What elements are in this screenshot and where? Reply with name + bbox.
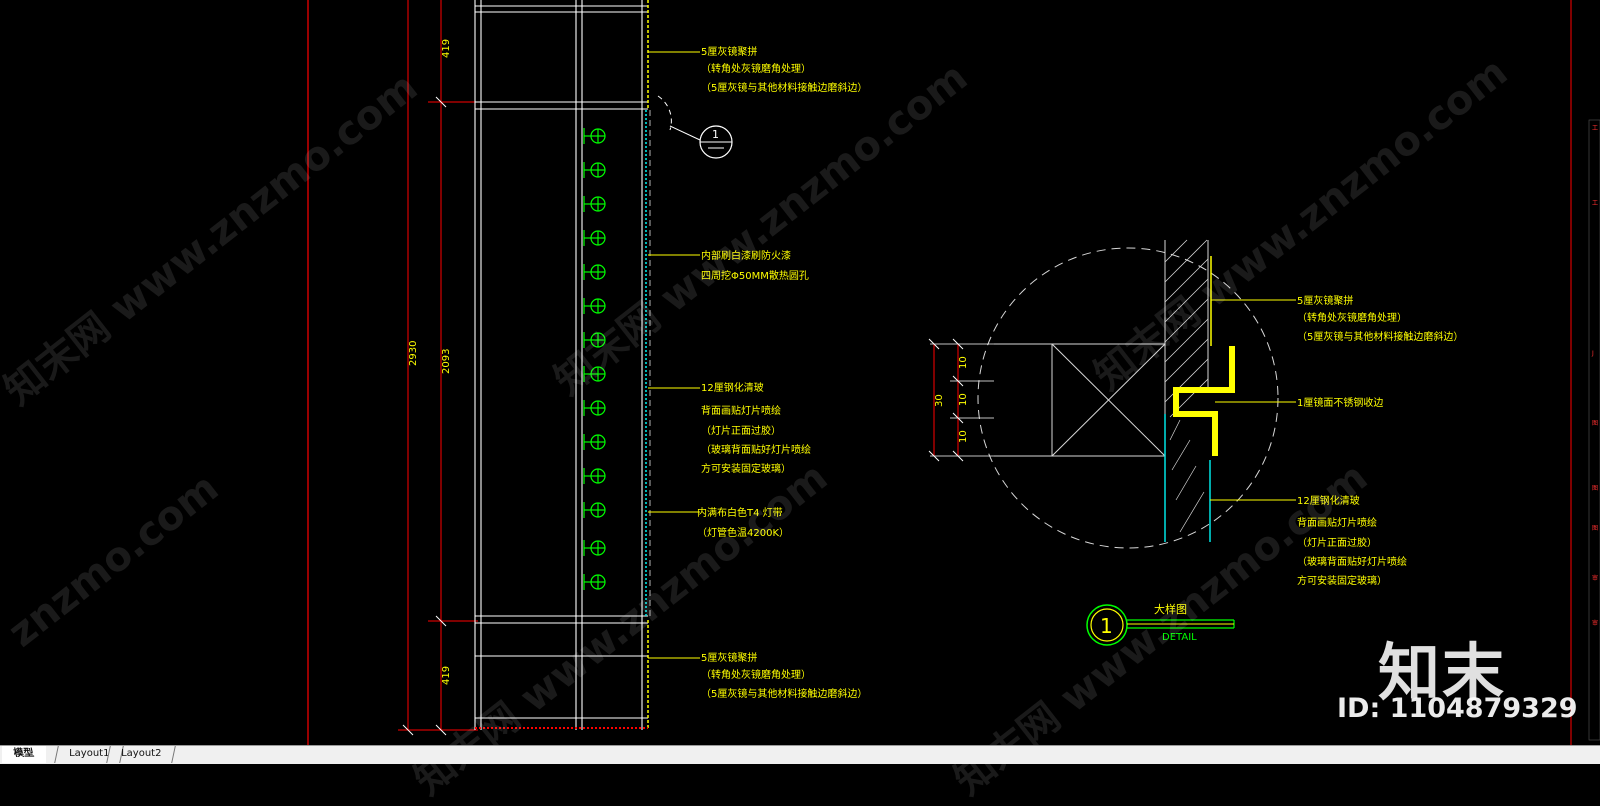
note-bottom-mirror: 5厘灰镜聚拼 （转角处灰镜磨角处理） （5厘灰镜与其他材料接触边磨斜边） xyxy=(701,651,867,700)
svg-text:图: 图 xyxy=(1592,420,1598,427)
svg-text:（5厘灰镜与其他材料接触边磨斜边）: （5厘灰镜与其他材料接触边磨斜边） xyxy=(701,687,867,700)
svg-text:审: 审 xyxy=(1592,574,1598,582)
elevation-section xyxy=(474,0,651,730)
light-fixtures xyxy=(583,128,606,590)
svg-text:5厘灰镜聚拼: 5厘灰镜聚拼 xyxy=(701,45,757,58)
svg-text:图: 图 xyxy=(1592,485,1598,492)
detail-bubble xyxy=(977,239,1279,549)
tab-layout2[interactable]: Layout2 xyxy=(106,746,177,763)
svg-text:（5厘灰镜与其他材料接触边磨斜边）: （5厘灰镜与其他材料接触边磨斜边） xyxy=(701,81,867,94)
dimension-chain xyxy=(398,0,478,731)
svg-text:（转角处灰镜磨角处理）: （转角处灰镜磨角处理） xyxy=(701,62,811,75)
svg-text:5厘灰镜聚拼: 5厘灰镜聚拼 xyxy=(701,651,757,664)
svg-text:（玻璃背面贴好灯片喷绘: （玻璃背面贴好灯片喷绘 xyxy=(701,443,811,456)
svg-text:背面画贴灯片喷绘: 背面画贴灯片喷绘 xyxy=(1297,516,1377,529)
svg-text:内部刷白漆刷防火漆: 内部刷白漆刷防火漆 xyxy=(701,249,791,262)
svg-text:（玻璃背面贴好灯片喷绘: （玻璃背面贴好灯片喷绘 xyxy=(1297,555,1407,568)
svg-text:1厘镜面不锈钢收边: 1厘镜面不锈钢收边 xyxy=(1297,396,1383,409)
note-glass: 12厘钢化清玻 背面画贴灯片喷绘 （灯片正面过胶） （玻璃背面贴好灯片喷绘 方可… xyxy=(701,381,811,475)
tab-model[interactable]: 模型 xyxy=(2,746,46,763)
layout-tab-bar: 模型 Layout1 Layout2 xyxy=(0,745,1600,764)
detail-leaders xyxy=(1210,299,1296,501)
dim-total: 2930 xyxy=(408,341,419,366)
dim-bottom: 419 xyxy=(441,666,452,685)
svg-text:12厘钢化清玻: 12厘钢化清玻 xyxy=(1297,494,1360,507)
detail-dim-1: 10 xyxy=(958,356,969,369)
svg-text:（转角处灰镜磨角处理）: （转角处灰镜磨角处理） xyxy=(1297,311,1407,324)
svg-text:J: J xyxy=(1591,350,1594,357)
svg-text:工: 工 xyxy=(1592,125,1598,132)
detail-dim-2: 10 xyxy=(958,393,969,406)
dim-top: 419 xyxy=(441,39,452,58)
note-inner-box: 内部刷白漆刷防火漆 四周挖Φ50MM散热圆孔 xyxy=(701,249,809,282)
detail-dim-3: 10 xyxy=(958,430,969,443)
detail-title-sub: DETAIL xyxy=(1162,632,1197,643)
svg-text:（灯管色温4200K）: （灯管色温4200K） xyxy=(697,526,789,539)
detail-steel-trim xyxy=(1173,346,1235,456)
svg-text:5厘灰镜聚拼: 5厘灰镜聚拼 xyxy=(1297,294,1353,307)
svg-text:审: 审 xyxy=(1592,619,1598,627)
svg-text:工: 工 xyxy=(1592,200,1598,207)
detail-dimension: 30 10 10 10 xyxy=(928,338,994,462)
watermark-logo: 知末 xyxy=(1378,636,1507,709)
svg-text:（转角处灰镜磨角处理）: （转角处灰镜磨角处理） xyxy=(701,668,811,681)
detail-dim-total: 30 xyxy=(934,394,945,407)
svg-text:方可安装固定玻璃）: 方可安装固定玻璃） xyxy=(1297,574,1387,587)
note-light: 内满布白色T4 灯带 （灯管色温4200K） xyxy=(697,506,789,539)
svg-text:方可安装固定玻璃）: 方可安装固定玻璃） xyxy=(701,462,791,475)
svg-text:图: 图 xyxy=(1592,525,1598,532)
detail-note-steel: 1厘镜面不锈钢收边 xyxy=(1297,396,1383,409)
svg-text:背面画贴灯片喷绘: 背面画贴灯片喷绘 xyxy=(701,404,781,417)
detail-note-glass: 12厘钢化清玻 背面画贴灯片喷绘 （灯片正面过胶） （玻璃背面贴好灯片喷绘 方可… xyxy=(1297,494,1407,587)
note-top-mirror: 5厘灰镜聚拼 （转角处灰镜磨角处理） （5厘灰镜与其他材料接触边磨斜边） xyxy=(701,45,867,94)
dim-middle: 2093 xyxy=(441,349,452,374)
detail-note-mirror: 5厘灰镜聚拼 （转角处灰镜磨角处理） （5厘灰镜与其他材料接触边磨斜边） xyxy=(1297,294,1463,343)
detail-wall-hatch xyxy=(1164,239,1209,418)
detail-title-number: 1 xyxy=(1100,614,1113,638)
svg-text:（5厘灰镜与其他材料接触边磨斜边）: （5厘灰镜与其他材料接触边磨斜边） xyxy=(1297,330,1463,343)
elevation-leaders xyxy=(648,51,700,659)
svg-text:（灯片正面过胶）: （灯片正面过胶） xyxy=(701,424,781,437)
section-callout-number: 1 xyxy=(712,128,719,141)
detail-title-name: 大样图 xyxy=(1154,602,1187,616)
svg-text:12厘钢化清玻: 12厘钢化清玻 xyxy=(701,381,764,394)
section-callout: 1 xyxy=(657,95,733,159)
watermark-id: ID: 1104879329 xyxy=(1337,693,1578,724)
dimension-ticks xyxy=(402,96,447,736)
svg-text:四周挖Φ50MM散热圆孔: 四周挖Φ50MM散热圆孔 xyxy=(701,269,809,282)
svg-text:（灯片正面过胶）: （灯片正面过胶） xyxy=(1297,536,1377,549)
cad-drawing-canvas[interactable]: 2930 419 2093 419 xyxy=(0,0,1600,745)
detail-title: 1 大样图 DETAIL xyxy=(1086,602,1235,646)
right-panel-edge: 工工J 图图图 审审 xyxy=(1588,119,1600,741)
svg-text:内满布白色T4 灯带: 内满布白色T4 灯带 xyxy=(697,506,783,519)
